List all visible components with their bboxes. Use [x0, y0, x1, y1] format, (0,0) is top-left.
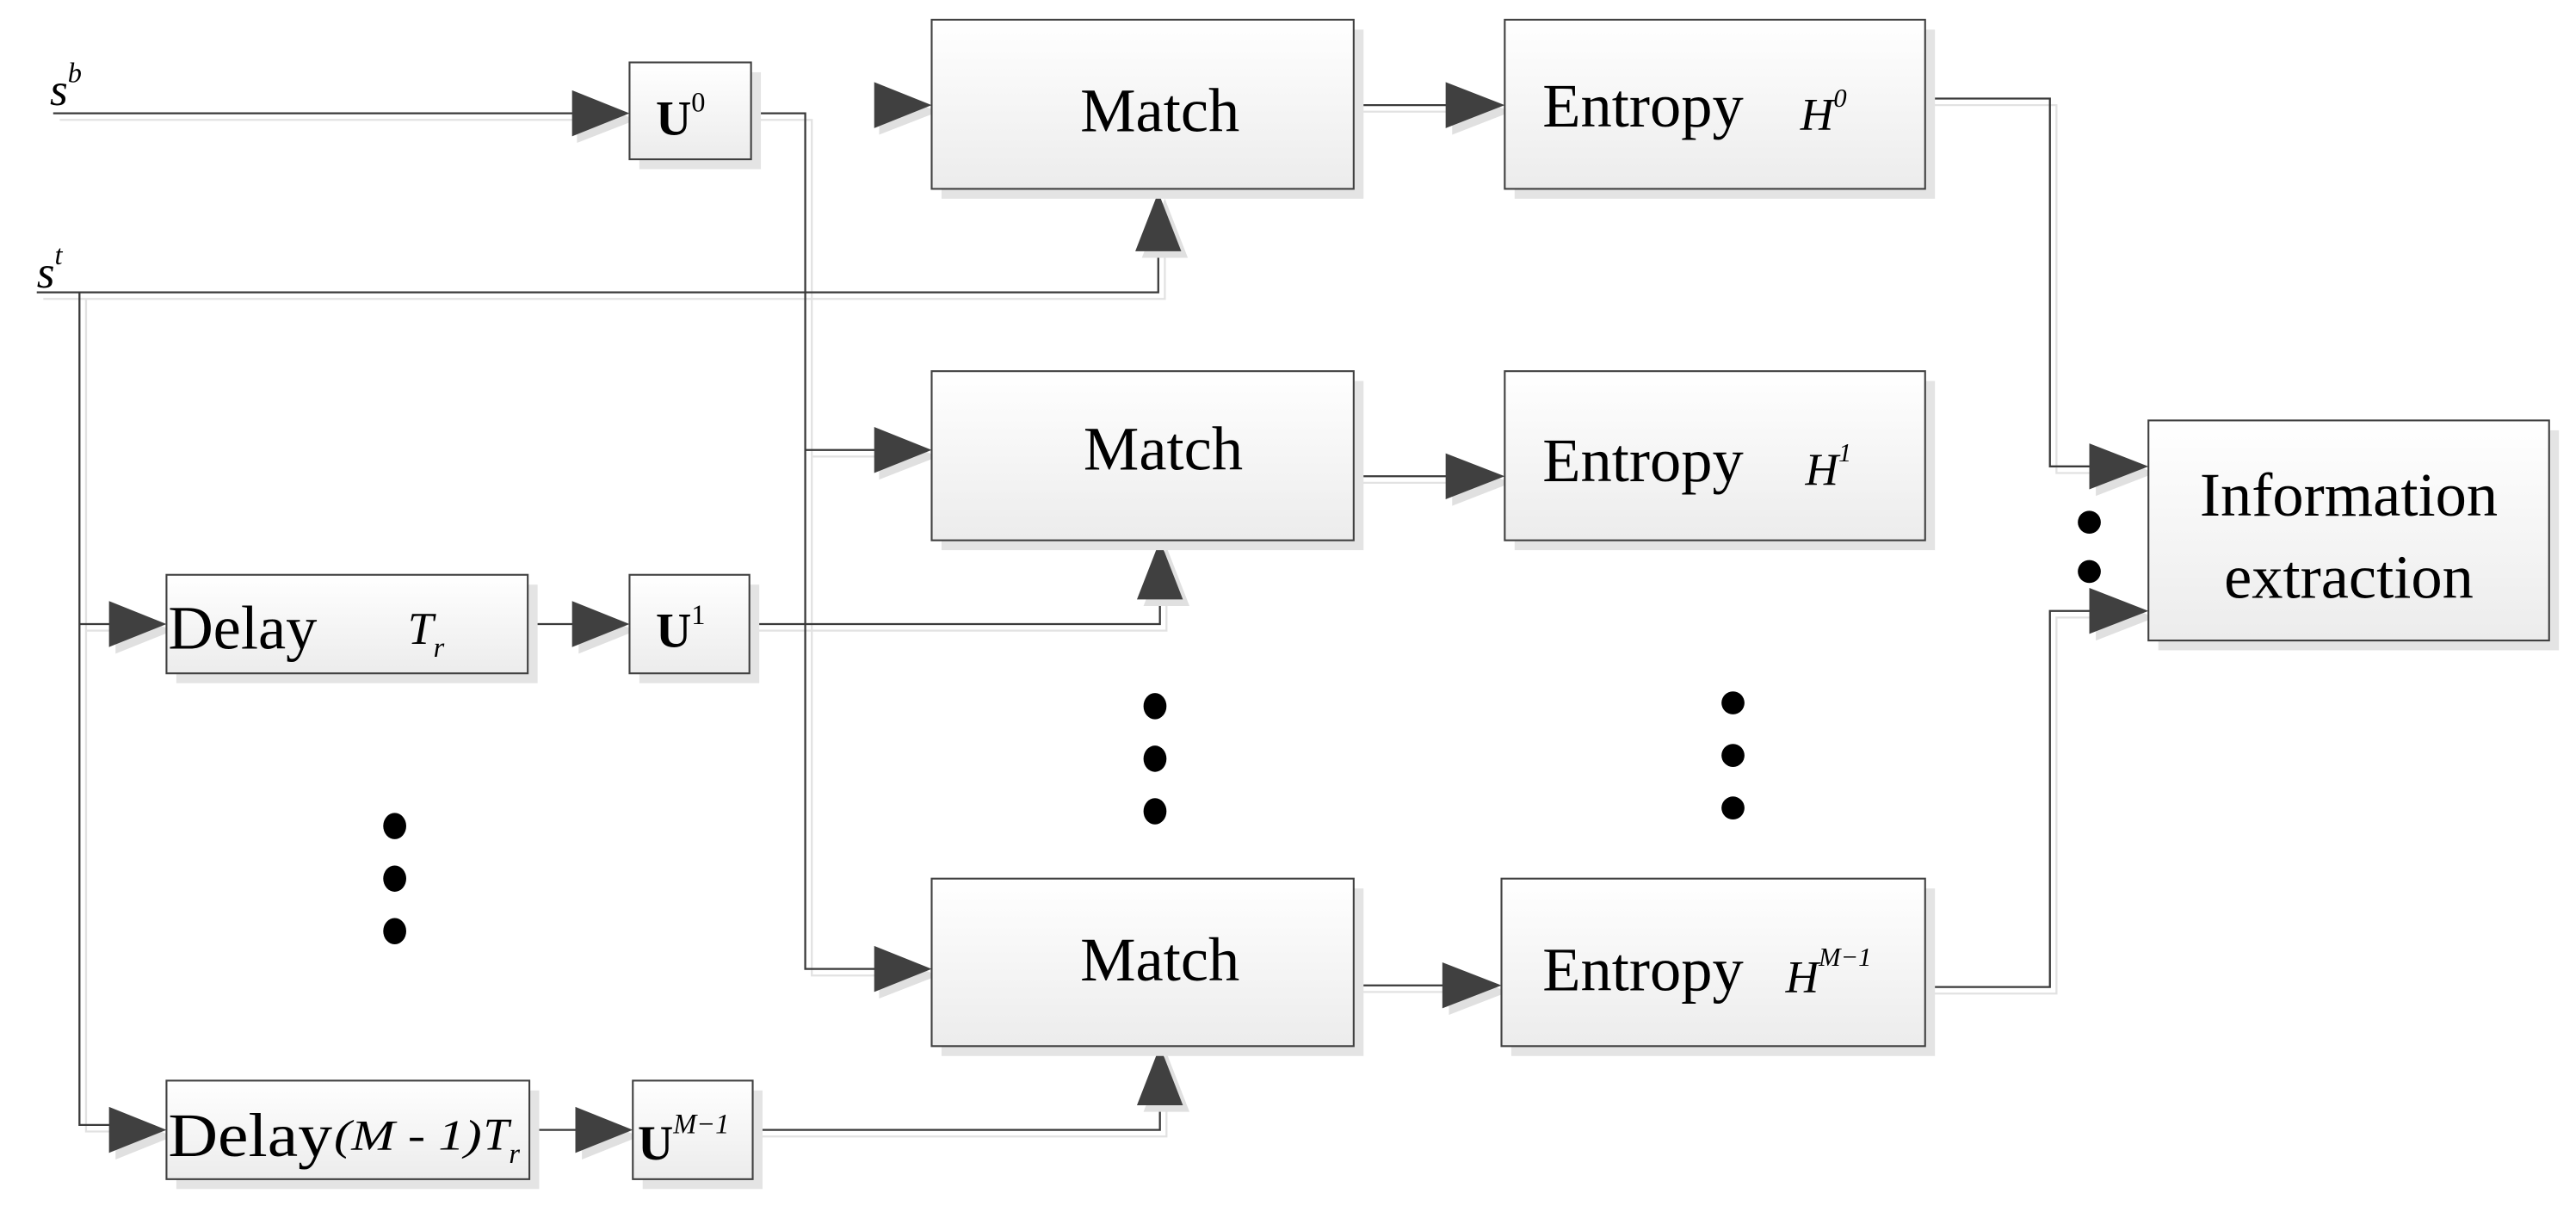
svg-text:UM−1: UM−1	[638, 1109, 729, 1171]
entropy-box-0: Entropy H0	[1504, 18, 1936, 199]
transform-u0: U0	[628, 61, 762, 170]
svg-text:Match: Match	[1084, 414, 1243, 484]
arrow-bus-to-match1	[874, 427, 939, 480]
arrow-u1-to-match1	[1136, 540, 1190, 606]
svg-text:Match: Match	[1080, 76, 1239, 145]
svg-text:HM−1: HM−1	[1785, 943, 1872, 1003]
svg-text:Tr: Tr	[408, 603, 445, 664]
arrow-entropy0-to-info	[2089, 443, 2155, 497]
arrow-um1-to-match2	[1136, 1046, 1190, 1112]
arrow-match1-to-entropy1	[1445, 453, 1511, 506]
svg-text:Entropy: Entropy	[1542, 934, 1744, 1004]
arrow-bus-to-match2	[874, 945, 939, 999]
vertical-dots-icon-info-inputs	[2078, 510, 2101, 584]
delay-box-2: Delay (M - 1) Tr	[165, 1079, 540, 1190]
svg-text:(M - 1): (M - 1)	[334, 1112, 482, 1159]
svg-text:Tr: Tr	[484, 1109, 521, 1170]
entropy-box-1: Entropy H1	[1504, 370, 1936, 551]
svg-text:Entropy: Entropy	[1542, 425, 1744, 495]
transform-u1: U1	[628, 573, 760, 683]
vertical-dots-icon-entropy	[1721, 691, 1745, 820]
arrow-delay1-to-u1	[571, 601, 637, 654]
arrow-to-delay1	[108, 601, 174, 654]
input-st-label: st	[37, 240, 64, 298]
arrow-st-to-match0	[1135, 192, 1189, 258]
svg-text:extraction: extraction	[2224, 541, 2474, 611]
svg-text:Information: Information	[2200, 460, 2498, 529]
arrowheads	[108, 82, 2155, 1159]
match-box-2: Match	[930, 877, 1364, 1056]
svg-text:H1: H1	[1804, 438, 1851, 495]
svg-text:U1: U1	[656, 600, 706, 659]
arrow-to-delay2	[108, 1106, 174, 1159]
match-box-0: Match	[930, 18, 1364, 199]
delay-box-1: Delay Tr	[165, 573, 538, 683]
match-box-1: Match	[930, 370, 1364, 551]
entropy-box-2: Entropy HM−1	[1500, 877, 1936, 1056]
svg-text:Entropy: Entropy	[1542, 71, 1744, 140]
arrow-delay2-to-um1	[575, 1106, 639, 1159]
arrow-match2-to-entropy2	[1442, 962, 1509, 1016]
arrow-u0-to-match0	[874, 82, 939, 135]
svg-text:Match: Match	[1080, 924, 1239, 994]
arrow-match0-to-entropy0	[1445, 82, 1511, 135]
svg-text:Delay: Delay	[168, 1100, 332, 1170]
svg-text:U0: U0	[656, 88, 706, 146]
vertical-dots-icon-match	[1143, 693, 1167, 825]
arrow-sb-to-u0	[571, 90, 637, 143]
vertical-dots-icon-delays	[383, 813, 406, 945]
information-extraction-box: Information extraction	[2147, 419, 2560, 651]
transform-um1: UM−1	[632, 1079, 763, 1190]
input-sb-label: sb	[50, 58, 82, 115]
arrow-entropy2-to-info	[2089, 588, 2155, 641]
svg-text:Delay: Delay	[168, 593, 317, 663]
svg-text:H0: H0	[1800, 83, 1847, 140]
